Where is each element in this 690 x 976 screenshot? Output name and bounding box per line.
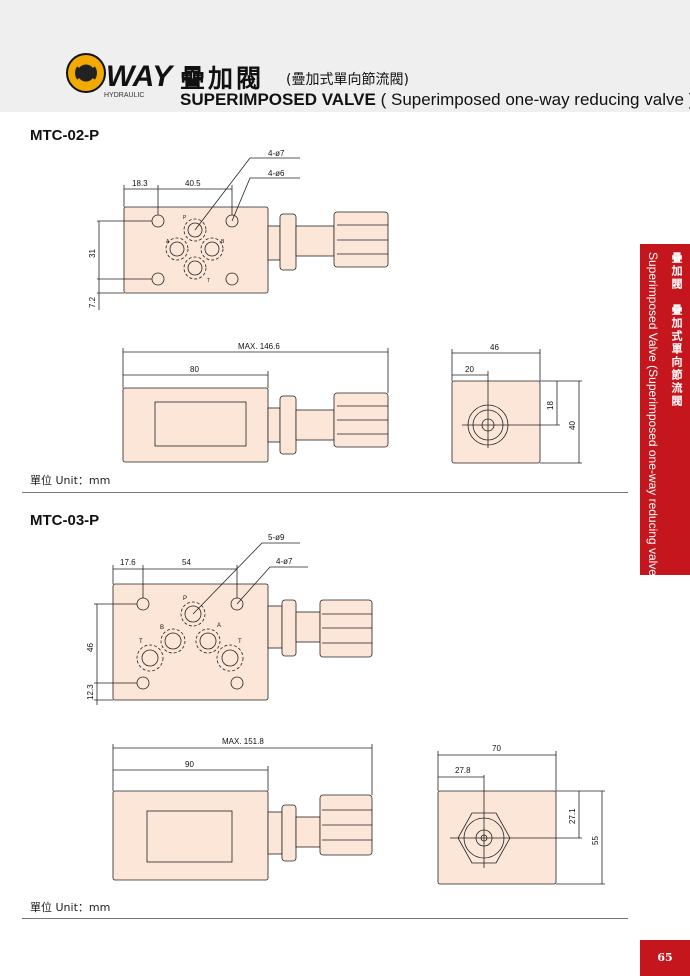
port-label: B (221, 239, 225, 245)
port-label: P (183, 215, 187, 221)
dim-label: MAX. 146.6 (238, 342, 280, 351)
side-tab: 疊加閥 疊加式單向節流閥 Superimposed Valve (Superim… (640, 244, 690, 580)
port-label: B (160, 625, 164, 631)
mtc03-side-view: 70 27.8 27.1 55 (437, 744, 605, 885)
dim-label: 18.3 (132, 179, 148, 188)
mtc02-front-view: MAX. 146.6 80 (122, 342, 389, 463)
dim-label: 7.2 (88, 296, 97, 308)
dim-label: 70 (492, 744, 501, 753)
dim-label: 40 (568, 421, 577, 430)
mtc02-side-view: 46 20 18 40 (451, 343, 582, 464)
dim-label: 18 (546, 401, 555, 410)
dim-label: 27.8 (455, 766, 471, 775)
dim-label: 46 (490, 343, 499, 352)
title-en-sub: ( Superimposed one-way reducing valve ) (380, 90, 690, 109)
dim-label: 40.5 (185, 179, 201, 188)
oway-logo: WAY HYDRAULIC (66, 53, 175, 99)
mtc03-top-view: 17.6 54 5-ø9 4-ø7 46 12.3 P B A T T (86, 533, 373, 705)
page-number: 65 (640, 940, 690, 976)
dim-label: 80 (190, 365, 199, 374)
divider (22, 492, 628, 493)
unit-label-1: 單位 Unit：mm (30, 474, 111, 487)
unit-label-2: 單位 Unit：mm (30, 901, 111, 914)
title-en-bold: SUPERIMPOSED VALVE (180, 90, 376, 109)
dim-label: 27.1 (568, 808, 577, 824)
divider (22, 918, 628, 919)
technical-drawings: 18.3 40.5 4-ø7 4-ø6 31 7.2 P A B T MAX. … (86, 149, 605, 885)
title-cn-sub: (疊加式單向節流閥) (286, 72, 409, 88)
side-tab-en: Superimposed Valve (Superimposed one-way… (646, 252, 660, 580)
mtc02-top-view: 18.3 40.5 4-ø7 4-ø6 31 7.2 P A B T (88, 149, 389, 310)
dim-label: 17.6 (120, 558, 136, 567)
dim-label: 31 (88, 249, 97, 258)
title-cn: 疊加閥 (180, 64, 265, 93)
side-tab-cn: 疊加閥 疊加式單向節流閥 (670, 252, 683, 408)
model-title-1: MTC-02-P (30, 127, 100, 144)
dim-label: 12.3 (86, 684, 95, 700)
hole-callout: 5-ø9 (268, 533, 285, 542)
logo-text: WAY (106, 60, 175, 93)
hole-callout: 4-ø7 (268, 149, 285, 158)
dim-label: 20 (465, 365, 474, 374)
port-label: P (183, 596, 187, 602)
port-label: T (207, 278, 210, 284)
mtc03-front-view: MAX. 151.8 90 (112, 737, 373, 881)
title-en: SUPERIMPOSED VALVE ( Superimposed one-wa… (180, 90, 690, 110)
header-band (0, 0, 690, 112)
dim-label: 90 (185, 760, 194, 769)
dim-label: 55 (591, 836, 600, 845)
port-label: T (139, 639, 143, 645)
hole-callout: 4-ø6 (268, 169, 285, 178)
logo-sub: HYDRAULIC (104, 92, 144, 99)
dim-label: 46 (86, 643, 95, 652)
port-label: A (166, 239, 170, 245)
port-label: A (217, 623, 221, 629)
dim-label: 54 (182, 558, 191, 567)
hole-callout: 4-ø7 (276, 557, 293, 566)
dim-label: MAX. 151.8 (222, 737, 264, 746)
model-title-2: MTC-03-P (30, 512, 100, 529)
port-label: T (238, 639, 242, 645)
